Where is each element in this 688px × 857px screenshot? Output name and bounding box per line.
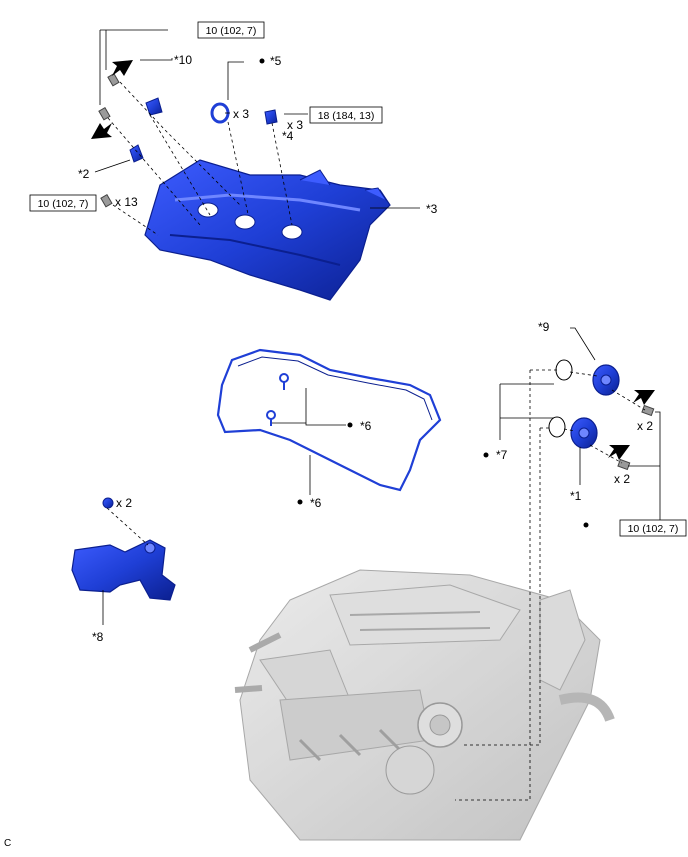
qty-bolt13: x 13 [115,195,138,209]
qty-seal: x 3 [233,107,249,121]
o-rings [548,359,573,438]
svg-text:10 (102, 7): 10 (102, 7) [206,25,257,37]
svg-text:10 (102, 7): 10 (102, 7) [38,198,89,210]
label-part-4: *4 [282,129,294,143]
engine-illustration [234,569,615,841]
dashed-guide-lines [106,81,646,801]
label-part-6a: *6 [360,419,372,433]
torque-spec-box-top-right: 18 (184, 13) [309,106,383,124]
figure-code: C [4,838,11,849]
leader-lines [94,29,661,625]
qty-bracket: x 2 [116,496,132,510]
ventilation-hose-fitting [145,97,163,116]
direction-arrow-icons [91,60,655,460]
bolts [98,72,655,471]
qty-lower: x 2 [614,472,630,486]
label-part-8: *8 [92,630,104,644]
svg-text:10 (102, 7): 10 (102, 7) [628,523,679,535]
bracket [71,497,176,601]
cylinder-head-cover [144,159,391,301]
quantity-labels: x 3 x 3 x 13 x 2 x 2 x 2 [115,107,653,510]
label-part-5: *5 [270,54,282,68]
torque-spec-box-left: 10 (102, 7) [29,194,97,212]
label-part-2: *2 [78,167,90,181]
oil-control-valve-cover-upper [592,364,620,396]
torque-spec-box-bottom-right: 10 (102, 7) [619,519,687,537]
label-part-3: *3 [426,202,438,216]
qty-bolt18: x 3 [287,118,303,132]
stud-bolt [129,144,144,163]
torque-spec-box-top-center: 10 (102, 7) [197,21,265,39]
head-cover-gasket [216,348,442,492]
svg-text:18 (184, 13): 18 (184, 13) [318,110,375,122]
ignition-bolt [264,109,278,125]
oil-control-valve-cover-lower [570,417,598,449]
label-part-6b: *6 [310,496,322,510]
label-part-7: *7 [496,448,508,462]
non-reusable-part-markers [259,58,589,528]
label-part-10: *10 [174,53,192,67]
part-labels: *1 *2 *3 *4 *5 *6 *6 *7 *8 *9 *10 [78,53,582,644]
qty-upper: x 2 [637,419,653,433]
label-part-1: *1 [570,489,582,503]
label-part-9: *9 [538,320,550,334]
